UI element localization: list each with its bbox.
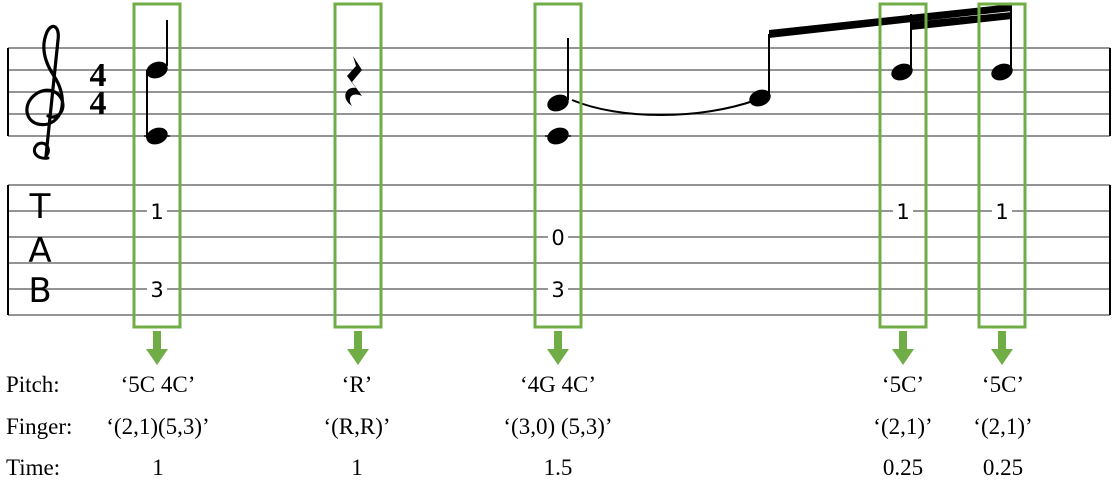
pitch-value: ‘4G 4C’ (519, 372, 597, 397)
down-arrow-head-icon (547, 349, 569, 365)
time-signature-bottom: 4 (90, 85, 107, 122)
finger-value: ‘(2,1)(5,3)’ (106, 414, 210, 439)
finger-value: ‘(R,R)’ (323, 414, 391, 439)
fret-number: 0 (551, 226, 564, 250)
finger-value: ‘(3,0) (5,3)’ (503, 414, 613, 439)
tab-clef-b: B (28, 271, 51, 311)
fret-number-background (548, 225, 568, 249)
time-value: 1.5 (543, 455, 573, 480)
fret-number: 1 (150, 200, 163, 224)
notehead (146, 61, 168, 79)
down-arrow-head-icon (146, 349, 168, 365)
fret-number-background (147, 277, 167, 301)
down-arrow-icon (554, 331, 562, 351)
down-arrow-icon (354, 331, 362, 351)
time-value: 1 (152, 455, 164, 480)
fret-number-background (992, 199, 1012, 223)
finger-value: ‘(2,1)’ (973, 414, 1033, 439)
note-chord-3 (545, 38, 757, 145)
down-arrow-icon (899, 331, 907, 351)
time-row-label: Time: (6, 455, 61, 480)
pitch-row-label: Pitch: (6, 372, 60, 397)
fret-number-background (893, 199, 913, 223)
pitch-value: ‘5C’ (981, 372, 1025, 397)
tie-curve (571, 99, 757, 116)
fret-number: 3 (551, 278, 564, 302)
highlight-box (878, 2, 928, 329)
down-arrow-head-icon (892, 349, 914, 365)
tab-clef-t: T (29, 187, 51, 227)
finger-value: ‘(2,1)’ (873, 414, 933, 439)
beam-primary (769, 4, 1012, 38)
treble-clef-icon (25, 24, 65, 160)
fret-number-background (548, 277, 568, 301)
pitch-value: ‘5C’ (881, 372, 925, 397)
notehead (547, 94, 569, 112)
tab-fret-numbers: 1 3 0 3 1 1 (147, 199, 1012, 302)
down-arrow-icon (153, 331, 161, 351)
pitch-value: ‘5C 4C’ (120, 372, 196, 397)
time-value: 0.25 (982, 455, 1024, 480)
fret-number: 1 (995, 200, 1008, 224)
beam-secondary (911, 12, 1012, 30)
time-value: 0.25 (882, 455, 924, 480)
pitch-value: ‘R’ (341, 372, 373, 397)
highlight-box (977, 2, 1027, 329)
note-tied-eighth (749, 34, 771, 107)
fret-number: 1 (896, 200, 909, 224)
note-chord-1 (144, 20, 170, 145)
notehead (991, 63, 1013, 81)
notehead (891, 63, 913, 81)
time-signature-top: 4 (90, 57, 107, 94)
notehead (749, 89, 771, 107)
tab-clef-a: A (28, 231, 51, 271)
down-arrow-head-icon (347, 349, 369, 365)
down-arrow-head-icon (991, 349, 1013, 365)
down-arrow-icon (998, 331, 1006, 351)
highlight-box (533, 2, 583, 329)
highlight-box (333, 2, 383, 329)
fret-number: 3 (150, 278, 163, 302)
quarter-rest-icon (345, 56, 362, 106)
finger-row-label: Finger: (6, 414, 73, 439)
fret-number-background (147, 199, 167, 223)
highlight-boxes (132, 2, 1027, 365)
time-value: 1 (351, 455, 363, 480)
music-staff (7, 47, 1111, 137)
highlight-box (132, 2, 182, 329)
